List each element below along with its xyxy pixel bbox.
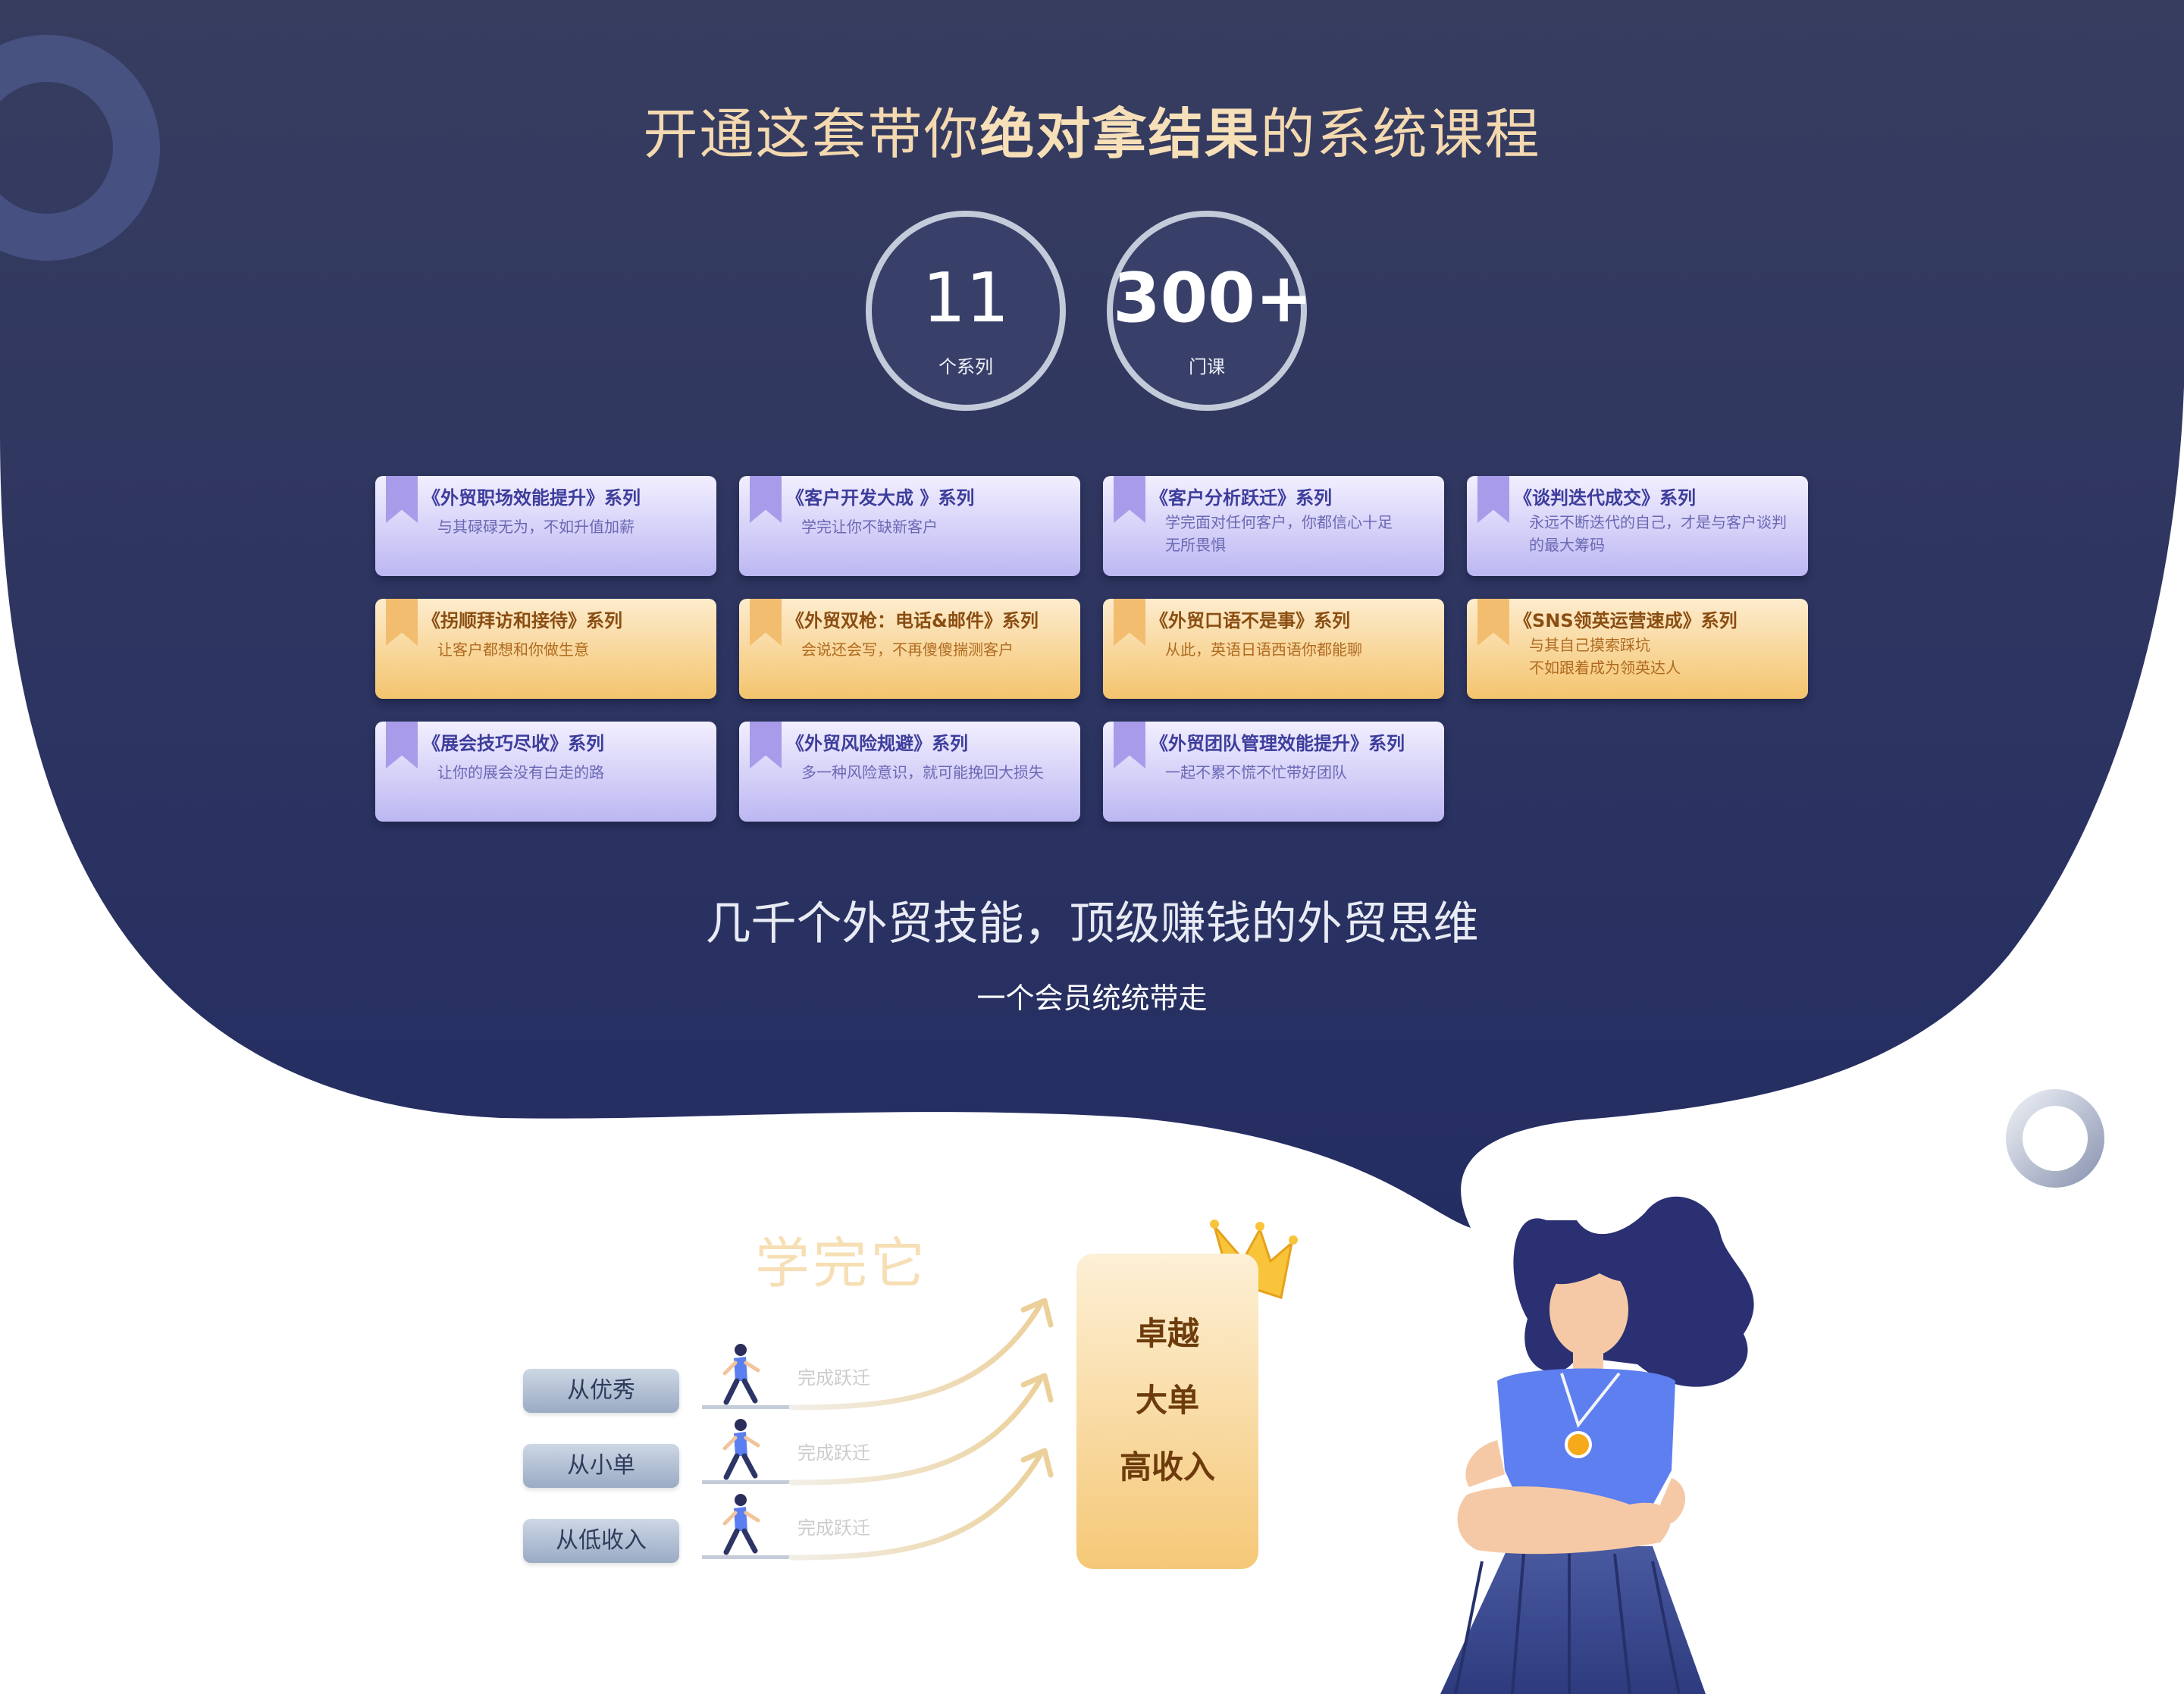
course-title: 《客户分析跃迁》系列 <box>1150 487 1332 509</box>
course-card-sns-linkedin[interactable]: 《SNS领英运营速成》系列 与其自己摸索踩坑不如跟着成为领英达人 <box>1467 599 1808 699</box>
stat-value: 11 <box>922 258 1010 338</box>
course-title: 《谈判迭代成交》系列 <box>1514 487 1696 509</box>
course-desc: 多一种风险意识，就可能挽回大损失 <box>801 763 1044 781</box>
subheading: 几千个外贸技能，顶级赚钱的外贸思维 <box>705 897 1479 950</box>
course-title: 《拐顺拜访和接待》系列 <box>422 610 622 631</box>
goal-high-income: 高收入 <box>1119 1448 1215 1486</box>
bookmark-icon <box>750 476 782 523</box>
bookmark-icon <box>1114 722 1145 769</box>
step-bar <box>702 1480 791 1484</box>
course-desc: 与其自己摸索踩坑不如跟着成为领英达人 <box>1529 636 1681 677</box>
goal-card: 卓越 大单 高收入 <box>1076 1254 1258 1569</box>
ring-decoration-icon <box>0 35 160 261</box>
step-bar <box>702 1405 791 1409</box>
learn-title: 学完它 <box>755 1232 929 1295</box>
runner-icon <box>722 1419 760 1480</box>
course-title: 《外贸口语不是事》系列 <box>1150 610 1350 631</box>
course-desc: 从此，英语日语西语你都能聊 <box>1165 640 1362 659</box>
bookmark-icon <box>1114 476 1145 523</box>
course-desc: 学完让你不缺新客户 <box>801 518 938 536</box>
course-desc: 一起不累不慌不忙带好团队 <box>1165 763 1347 781</box>
course-desc: 与其碌碌无为，不如升值加薪 <box>437 518 635 536</box>
bookmark-icon <box>750 599 782 646</box>
step-label: 完成跃迁 <box>797 1442 870 1464</box>
bookmark-icon <box>386 722 418 769</box>
from-low-income-button[interactable]: 从低收入 <box>523 1519 679 1563</box>
bookmark-icon <box>1477 599 1509 646</box>
runner-icon <box>722 1494 760 1555</box>
course-title: 《外贸团队管理效能提升》系列 <box>1150 733 1405 754</box>
course-desc: 永远不断迭代的自己，才是与客户谈判的最大筹码 <box>1529 513 1787 554</box>
course-card-client-analysis[interactable]: 《客户分析跃迁》系列 学完面对任何客户，你都信心十足无所畏惧 <box>1103 476 1444 576</box>
course-card-risk-avoidance[interactable]: 《外贸风险规避》系列 多一种风险意识，就可能挽回大损失 <box>739 722 1080 822</box>
course-card-negotiation[interactable]: 《谈判迭代成交》系列 永远不断迭代的自己，才是与客户谈判的最大筹码 <box>1467 476 1808 576</box>
woman-illustration <box>1440 1196 1754 1694</box>
course-title: 《客户开发大成 》系列 <box>786 487 975 509</box>
course-card-career-efficiency[interactable]: 《外贸职场效能提升》系列 与其碌碌无为，不如升值加薪 <box>375 476 716 576</box>
headline-emphasis: 绝对拿结果 <box>979 102 1261 166</box>
course-desc: 会说还会写，不再傻傻揣测客户 <box>801 640 1014 659</box>
bookmark-icon <box>750 722 782 769</box>
course-card-phone-email[interactable]: 《外贸双枪：电话&邮件》系列 会说还会写，不再傻傻揣测客户 <box>739 599 1080 699</box>
course-title: 《外贸职场效能提升》系列 <box>422 487 641 509</box>
bookmark-icon <box>386 599 418 646</box>
course-title: 《外贸风险规避》系列 <box>786 733 968 754</box>
stat-label: 门课 <box>1189 356 1225 377</box>
course-card-spoken-language[interactable]: 《外贸口语不是事》系列 从此，英语日语西语你都能聊 <box>1103 599 1444 699</box>
runner-icon <box>722 1344 760 1405</box>
course-card-exhibition[interactable]: 《展会技巧尽收》系列 让你的展会没有白走的路 <box>375 722 716 822</box>
bookmark-icon <box>386 476 418 523</box>
step-bar <box>702 1555 791 1559</box>
headline-part2: 的系统课程 <box>1260 102 1541 166</box>
arrow-curve-icon <box>788 1302 1043 1561</box>
course-desc: 让客户都想和你做生意 <box>437 640 589 659</box>
goal-excellence: 卓越 <box>1135 1315 1199 1352</box>
from-excellent-button[interactable]: 从优秀 <box>523 1369 679 1413</box>
goal-big-order: 大单 <box>1135 1382 1199 1419</box>
ring-decoration-icon <box>2006 1089 2104 1188</box>
stat-series-count: 11 个系列 <box>866 211 1066 411</box>
course-title: 《外贸双枪：电话&邮件》系列 <box>786 610 1039 631</box>
course-title: 《SNS领英运营速成》系列 <box>1514 610 1737 631</box>
step-label: 完成跃迁 <box>797 1517 870 1539</box>
course-title: 《展会技巧尽收》系列 <box>422 733 604 754</box>
stat-course-count: 300+ 门课 <box>1107 211 1313 411</box>
from-small-order-button[interactable]: 从小单 <box>523 1444 679 1488</box>
course-desc: 学完面对任何客户，你都信心十足无所畏惧 <box>1165 513 1393 554</box>
bubble-background <box>0 0 2184 1228</box>
headline-part1: 开通这套带你 <box>643 102 980 166</box>
stat-label: 个系列 <box>938 356 993 377</box>
headline: 开通这套带你绝对拿结果的系统课程 <box>0 89 2184 169</box>
course-card-visit-reception[interactable]: 《拐顺拜访和接待》系列 让客户都想和你做生意 <box>375 599 716 699</box>
bookmark-icon <box>1477 476 1509 523</box>
course-card-team-management[interactable]: 《外贸团队管理效能提升》系列 一起不累不慌不忙带好团队 <box>1103 722 1444 822</box>
course-desc: 让你的展会没有白走的路 <box>437 763 604 781</box>
course-card-client-development[interactable]: 《客户开发大成 》系列 学完让你不缺新客户 <box>739 476 1080 576</box>
bookmark-icon <box>1114 599 1145 646</box>
stat-value: 300+ <box>1113 258 1313 338</box>
step-label: 完成跃迁 <box>797 1367 870 1389</box>
arrow-head <box>1020 1298 1054 1478</box>
subcaption: 一个会员统统带走 <box>976 982 1208 1015</box>
